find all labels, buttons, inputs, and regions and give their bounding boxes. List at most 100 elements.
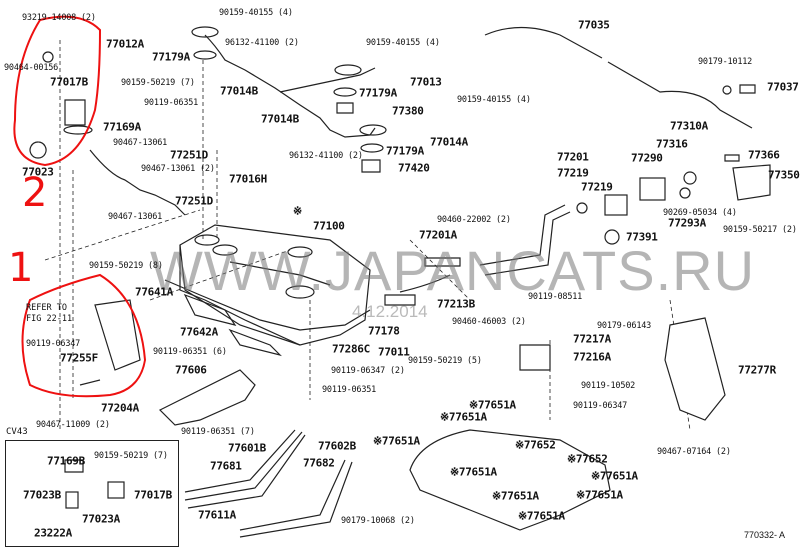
part-label[interactable]: 77217A bbox=[573, 332, 611, 346]
part-label[interactable]: 90119-06347 bbox=[573, 400, 628, 411]
part-label[interactable]: 77011 bbox=[378, 345, 410, 359]
part-label[interactable]: 77611A bbox=[198, 508, 236, 522]
part-label[interactable]: 77251D bbox=[170, 148, 208, 162]
part-label[interactable]: 90159-50219 (7) bbox=[121, 77, 195, 88]
part-label[interactable]: 77014B bbox=[261, 112, 299, 126]
part-label[interactable]: 90460-22002 (2) bbox=[437, 214, 511, 225]
part-label[interactable]: 77035 bbox=[578, 18, 610, 32]
fuel-tank-drawing bbox=[164, 224, 371, 346]
part-label[interactable]: 90467-13061 (2) bbox=[141, 163, 215, 174]
part-label[interactable]: 77216A bbox=[573, 350, 611, 364]
part-label[interactable]: 77014A bbox=[430, 135, 468, 149]
part-label[interactable]: 77601B bbox=[228, 441, 266, 455]
part-label[interactable]: ※77652 bbox=[567, 452, 608, 466]
part-label[interactable]: 90159-40155 (4) bbox=[219, 7, 293, 18]
part-label[interactable]: 77012A bbox=[106, 37, 144, 51]
inset-part-label[interactable]: 77017B bbox=[134, 488, 172, 502]
part-label[interactable]: 77366 bbox=[748, 148, 780, 162]
part-label[interactable]: ※77651A bbox=[492, 489, 539, 503]
part-label[interactable]: 90269-05034 (4) bbox=[663, 207, 737, 218]
inset-part-label[interactable]: 77023A bbox=[82, 512, 120, 526]
part-label[interactable]: 77642A bbox=[180, 325, 218, 339]
part-label[interactable]: 77201 bbox=[557, 150, 589, 164]
inset-part-label[interactable]: 77023B bbox=[23, 488, 61, 502]
part-label[interactable]: 90119-06347 bbox=[26, 338, 81, 349]
part-label[interactable]: 90119-08511 bbox=[528, 291, 583, 302]
part-label[interactable]: 77017B bbox=[50, 75, 88, 89]
part-label[interactable]: 77013 bbox=[410, 75, 442, 89]
part-label[interactable]: 77286C bbox=[332, 342, 370, 356]
part-label[interactable]: 77178 bbox=[368, 324, 400, 338]
part-label[interactable]: 77016H bbox=[229, 172, 267, 186]
part-label[interactable]: ※77651A bbox=[518, 509, 565, 523]
part-label[interactable]: 93219-14008 (2) bbox=[22, 12, 96, 23]
part-label[interactable]: 77350 bbox=[768, 168, 800, 182]
part-label[interactable]: ※77651A bbox=[576, 488, 623, 502]
filler-pipe-drawing bbox=[384, 154, 771, 306]
part-label[interactable]: 90179-10112 bbox=[698, 56, 753, 67]
part-label[interactable]: 90159-50219 (5) bbox=[408, 355, 482, 366]
part-label[interactable]: 77293A bbox=[668, 216, 706, 230]
part-label[interactable]: 90159-40155 (4) bbox=[366, 37, 440, 48]
part-label[interactable]: 96132-41100 (2) bbox=[225, 37, 299, 48]
part-label[interactable]: 77290 bbox=[631, 151, 663, 165]
part-label[interactable]: 96132-41100 (2) bbox=[289, 150, 363, 161]
part-label[interactable]: 90159-50217 (2) bbox=[723, 224, 797, 235]
part-label[interactable]: 77681 bbox=[210, 459, 242, 473]
inset-part-label[interactable]: 23222A bbox=[34, 526, 72, 540]
refer-note-line1: REFER TO bbox=[26, 303, 67, 313]
part-label[interactable]: 77641A bbox=[135, 285, 173, 299]
part-label[interactable]: ※ bbox=[293, 204, 302, 218]
part-label[interactable]: 77255F bbox=[60, 351, 98, 365]
part-label[interactable]: 90179-10068 (2) bbox=[341, 515, 415, 526]
part-label[interactable]: 90119-10502 bbox=[581, 380, 636, 391]
part-label[interactable]: ※77651A bbox=[440, 410, 487, 424]
straps-and-protectors-drawing bbox=[158, 293, 726, 538]
part-label[interactable]: ※77651A bbox=[450, 465, 497, 479]
part-label[interactable]: 90460-46003 (2) bbox=[452, 316, 526, 327]
part-label[interactable]: 90159-50219 (8) bbox=[89, 260, 163, 271]
part-label[interactable]: 77179A bbox=[152, 50, 190, 64]
part-label[interactable]: 90467-13061 bbox=[108, 211, 163, 222]
part-label[interactable]: 90119-06351 (6) bbox=[153, 346, 227, 357]
part-label[interactable]: 77037 bbox=[767, 80, 799, 94]
part-label[interactable]: 77277R bbox=[738, 363, 776, 377]
part-label[interactable]: 77179A bbox=[359, 86, 397, 100]
part-label[interactable]: 77219 bbox=[557, 166, 589, 180]
part-label[interactable]: 77380 bbox=[392, 104, 424, 118]
part-label[interactable]: 90467-13061 bbox=[113, 137, 168, 148]
part-label[interactable]: 77169A bbox=[103, 120, 141, 134]
part-label[interactable]: 77100 bbox=[313, 219, 345, 233]
inset-part-label[interactable]: 90159-50219 (7) bbox=[94, 450, 168, 461]
part-label[interactable]: 90119-06351 bbox=[144, 97, 199, 108]
part-label[interactable]: ※77651A bbox=[591, 469, 638, 483]
part-label[interactable]: ※77651A bbox=[373, 434, 420, 448]
part-label[interactable]: 77310A bbox=[670, 119, 708, 133]
part-label[interactable]: 77420 bbox=[398, 161, 430, 175]
part-label[interactable]: ※77651A bbox=[469, 398, 516, 412]
part-label[interactable]: 90119-06351 (7) bbox=[181, 426, 255, 437]
part-label[interactable]: 77391 bbox=[626, 230, 658, 244]
diagram-code: 770332- A bbox=[744, 530, 786, 540]
part-label[interactable]: 90464-00156 bbox=[4, 62, 59, 73]
part-label[interactable]: 77179A bbox=[386, 144, 424, 158]
part-label[interactable]: 77251D bbox=[175, 194, 213, 208]
part-label[interactable]: 90159-40155 (4) bbox=[457, 94, 531, 105]
part-label[interactable]: 77204A bbox=[101, 401, 139, 415]
part-label[interactable]: 77219 bbox=[581, 180, 613, 194]
part-label[interactable]: 77014B bbox=[220, 84, 258, 98]
part-label[interactable]: 90179-06143 bbox=[597, 320, 652, 331]
part-label[interactable]: 90119-06347 (2) bbox=[331, 365, 405, 376]
part-label[interactable]: 77682 bbox=[303, 456, 335, 470]
part-label[interactable]: 90119-06351 bbox=[322, 384, 377, 395]
part-label[interactable]: 77213B bbox=[437, 297, 475, 311]
part-label[interactable]: 77316 bbox=[656, 137, 688, 151]
part-label[interactable]: 77602B bbox=[318, 439, 356, 453]
part-label[interactable]: 77606 bbox=[175, 363, 207, 377]
part-label[interactable]: 77201A bbox=[419, 228, 457, 242]
part-label[interactable]: 90467-11009 (2) bbox=[36, 419, 110, 430]
part-label[interactable]: ※77652 bbox=[515, 438, 556, 452]
inset-part-label[interactable]: 77169B bbox=[47, 454, 85, 468]
part-label[interactable]: 77023 bbox=[22, 165, 54, 179]
part-label[interactable]: 90467-07164 (2) bbox=[657, 446, 731, 457]
